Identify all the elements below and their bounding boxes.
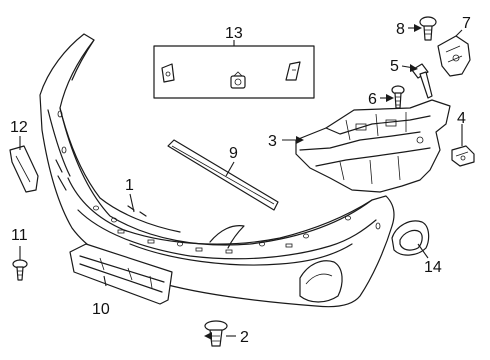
callout-4: 4 bbox=[457, 110, 466, 127]
callout-6: 6 bbox=[368, 91, 377, 108]
clip-nut bbox=[451, 145, 475, 167]
side-bracket-clip bbox=[437, 35, 471, 77]
callout-12: 12 bbox=[10, 119, 28, 136]
clip-kit-box bbox=[153, 45, 315, 99]
screw-11 bbox=[12, 259, 28, 281]
screw-5 bbox=[411, 63, 433, 99]
bumper-bracket bbox=[295, 99, 451, 193]
side-marker-cover bbox=[9, 145, 39, 193]
molding-strip bbox=[167, 139, 279, 211]
bolt-6 bbox=[391, 85, 405, 109]
license-plate-bracket bbox=[69, 243, 173, 305]
callout-5: 5 bbox=[390, 58, 399, 75]
callout-1: 1 bbox=[125, 177, 134, 194]
callout-9: 9 bbox=[229, 145, 238, 162]
leader-lines bbox=[19, 24, 463, 340]
callout-7: 7 bbox=[462, 15, 471, 32]
callout-10: 10 bbox=[92, 301, 110, 318]
push-pin-8 bbox=[419, 16, 437, 41]
bumper-cover bbox=[39, 33, 395, 308]
callout-2: 2 bbox=[240, 329, 249, 346]
callout-3: 3 bbox=[268, 133, 277, 150]
callout-11: 11 bbox=[11, 227, 28, 244]
push-rivet-2 bbox=[204, 320, 228, 347]
callout-13: 13 bbox=[225, 25, 243, 42]
fog-lamp-bezel bbox=[391, 220, 430, 256]
callout-8: 8 bbox=[396, 21, 405, 38]
callout-14: 14 bbox=[424, 259, 442, 276]
callout-labels: 1 2 3 4 5 6 7 8 9 10 11 12 13 14 bbox=[10, 15, 471, 346]
